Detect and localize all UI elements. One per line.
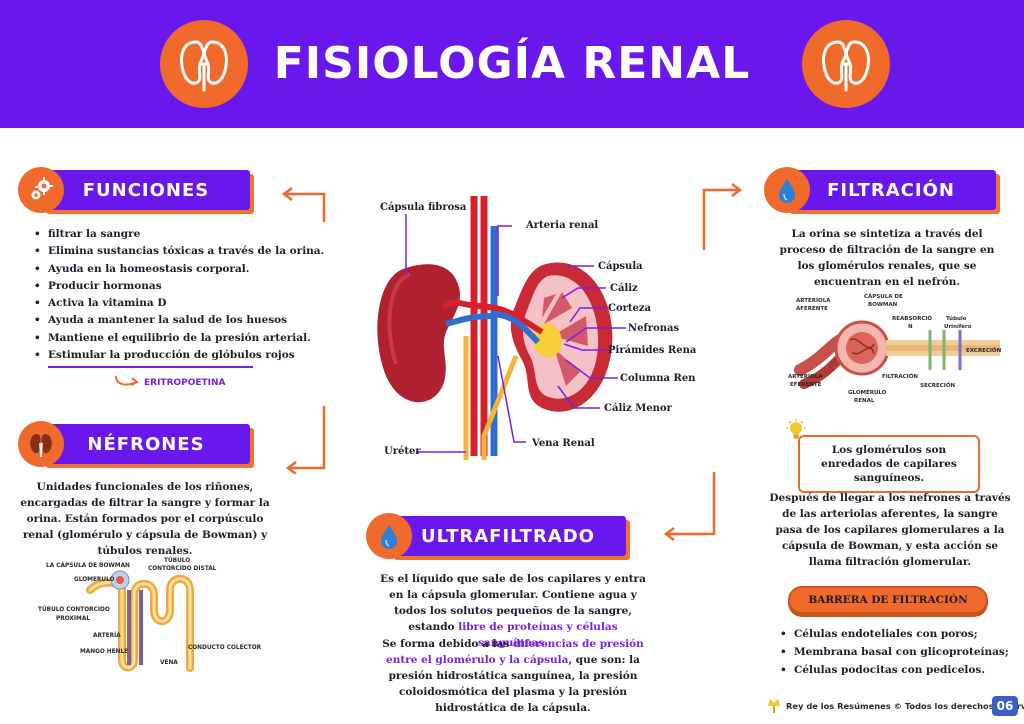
filtracion-title: FILTRACIÓN [786,170,996,210]
svg-text:MANGO HENLE: MANGO HENLE [80,649,128,655]
svg-text:CONTORCIDO DISTAL: CONTORCIDO DISTAL [148,566,217,572]
list-item: Membrana basal con glicoproteínas; [778,643,1009,661]
svg-text:Cáliz Menor: Cáliz Menor [604,403,673,414]
list-item: Mantiene el equilibrio de la presión art… [32,330,324,348]
svg-text:EFERENTE: EFERENTE [790,382,822,388]
divider [48,366,253,368]
svg-text:Vena Renal: Vena Renal [531,438,595,449]
kidney-icon [160,20,248,108]
funciones-list: filtrar la sangre Elimina sustancias tóx… [32,226,324,365]
barrera-list: Células endoteliales con poros; Membrana… [778,625,1009,679]
footer: Rey de los Resúmenes © Todos los derecho… [766,696,1024,718]
svg-text:Cápsula fibrosa: Cápsula fibrosa [380,202,467,213]
list-item: Células podocitas con pedicelos. [778,661,1009,679]
kidney-icon [18,421,64,467]
list-item: Estimular la producción de glóbulos rojo… [32,347,324,365]
gear-icon [18,167,64,213]
arrow-to-funciones-icon [281,187,326,222]
svg-text:N: N [908,324,913,330]
svg-text:Cáliz: Cáliz [610,283,638,294]
glomerulos-note: Los glomérulos son enredados de capilare… [798,435,980,493]
svg-text:GLOMERULO: GLOMERULO [74,577,115,583]
ultrafiltrado-text-2: Se forma debido a las diferencias de pre… [382,638,644,714]
svg-text:VENA: VENA [160,660,178,666]
svg-text:Corteza: Corteza [608,303,652,314]
ultrafiltrado-title: ULTRAFILTRADO [390,516,626,556]
svg-text:REABSORCIÓ: REABSORCIÓ [892,315,932,322]
ultrafiltrado-text-1: Es el líquido que sale de los capilares … [380,573,646,649]
svg-text:TÚBULO CONTORCIDO: TÚBULO CONTORCIDO [38,606,110,613]
crown-icon [768,699,780,713]
svg-text:RENAL: RENAL [854,398,875,404]
barrera-title: BARRERA DE FILTRACIÓN [788,586,988,614]
list-item: Ayuda en la homeostasis corporal. [32,261,324,279]
svg-text:Urinífero: Urinífero [944,323,972,330]
arrow-to-filtracion-icon [702,183,743,250]
list-item: Producir hormonas [32,278,324,296]
footer-copyright: Rey de los Resúmenes © Todos los derecho… [786,701,1024,711]
list-item: Células endoteliales con poros; [778,625,1009,643]
svg-text:Columna Renal: Columna Renal [620,373,696,384]
nefrones-title: NÉFRONES [42,424,250,464]
nefrones-text: Unidades funcionales de los riñones, enc… [20,481,270,557]
lightbulb-icon [784,418,808,442]
kidney-icon [802,20,890,108]
page-title: FISIOLOGÍA RENAL [273,38,751,89]
water-drop-icon [366,513,412,559]
svg-text:AFERENTE: AFERENTE [796,306,828,312]
svg-text:Arteria renal: Arteria renal [525,220,598,231]
arrow-to-nefrones-icon [285,406,326,474]
svg-text:EXCRECIÓN: EXCRECIÓN [966,347,1002,354]
svg-text:Cápsula: Cápsula [598,261,643,272]
svg-text:Nefronas: Nefronas [628,323,679,334]
svg-text:SECRECIÓN: SECRECIÓN [920,382,956,389]
svg-text:FILTRACIÓN: FILTRACIÓN [882,373,918,380]
list-item: Activa la vitamina D [32,295,324,313]
filtracion-text: La orina se sintetiza a través del proce… [779,228,995,288]
svg-text:Túbulo: Túbulo [946,315,967,322]
header-banner: FISIOLOGÍA RENAL [0,0,1024,128]
eritropoetina-note: ERITROPOETINA [144,378,226,388]
svg-text:Uréter: Uréter [384,446,421,457]
kidney-anatomy-diagram: Cápsula fibrosa Arteria renal Cápsula Cá… [377,196,696,460]
curved-arrow-icon [115,375,139,386]
arrow-to-ultrafiltrado-icon [663,472,716,541]
svg-text:CONDUCTO COLECTOR: CONDUCTO COLECTOR [188,645,262,651]
list-item: filtrar la sangre [32,226,324,244]
svg-text:ARTERÍOLA: ARTERÍOLA [788,372,823,380]
svg-text:Pirámides Renales: Pirámides Renales [608,345,696,356]
svg-text:PROXIMAL: PROXIMAL [56,616,90,622]
glomerulus-diagram: ARTERÍOLA AFERENTE CÁPSULA DE BOWMAN REA… [788,293,1002,404]
svg-text:LA CÁPSULA DE BOWMAN: LA CÁPSULA DE BOWMAN [46,562,130,569]
list-item: Ayuda a mantener la salud de los huesos [32,312,324,330]
list-item: Elimina sustancias tóxicas a través de l… [32,243,324,261]
nephron-diagram: LA CÁPSULA DE BOWMAN GLOMERULO TÚBULO CO… [38,557,262,672]
svg-text:GLOMÉRULO: GLOMÉRULO [848,388,887,396]
filtracion-text-2: Después de llegar a los nefrones a travé… [769,492,1011,568]
svg-text:ARTERÍOLA: ARTERÍOLA [796,296,831,304]
page-number: 06 [992,696,1018,716]
svg-text:ARTERÍA: ARTERÍA [93,631,121,639]
svg-text:CÁPSULA DE: CÁPSULA DE [864,293,903,300]
svg-text:TÚBULO: TÚBULO [164,557,190,564]
water-drop-icon [764,167,810,213]
svg-text:BOWMAN: BOWMAN [868,302,898,308]
funciones-title: FUNCIONES [42,170,250,210]
